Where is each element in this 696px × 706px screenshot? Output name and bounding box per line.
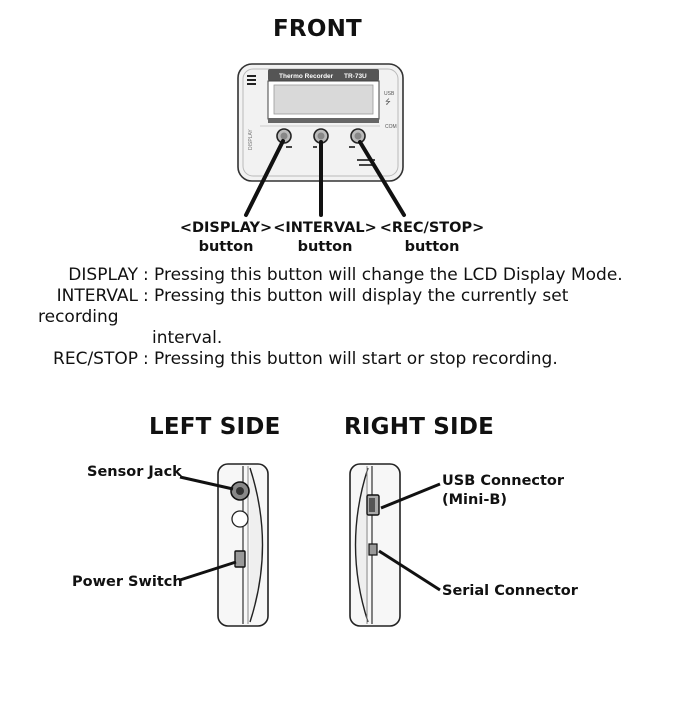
desc-wrap1-interval: recording [38, 307, 119, 327]
power-switch-label: Power Switch [72, 574, 183, 590]
front-device: Thermo Recorder TR-73U USB ⭍ COM DISPLAY [237, 63, 406, 217]
right-side-heading: RIGHT SIDE [344, 414, 495, 440]
power-switch-icon [234, 550, 246, 568]
desc-label-recstop: REC/STOP [53, 349, 138, 369]
usb-connector-label: USB Connector [442, 473, 565, 489]
usb-connector-sublabel: (Mini-B) [442, 492, 508, 508]
recstop-callout-word: button [404, 239, 460, 255]
serial-connector-icon [368, 543, 378, 556]
desc-text-recstop: Pressing this button will start or stop … [154, 349, 558, 369]
interval-callout-tag: <INTERVAL> [273, 220, 377, 236]
desc-text-display: Pressing this button will change the LCD… [154, 265, 623, 285]
interval-callout-word: button [297, 239, 353, 255]
desc-sep-display: : [143, 265, 149, 285]
device-model: TR-73U [344, 73, 367, 80]
front-heading: FRONT [273, 16, 362, 42]
display-callout-word: button [198, 239, 254, 255]
sensor-jack-label: Sensor Jack [87, 464, 182, 480]
recstop-callout-tag: <REC/STOP> [379, 220, 485, 236]
device-brand: Thermo Recorder [279, 73, 334, 80]
recstop-button-callout: <REC/STOP> button [378, 219, 486, 257]
left-side-device [179, 463, 269, 627]
left-side-heading: LEFT SIDE [149, 414, 281, 440]
desc-label-display: DISPLAY [68, 265, 138, 285]
desc-text-interval: Pressing this button will display the cu… [154, 286, 569, 306]
usb-mark: USB [384, 91, 395, 97]
menu-lines-icon [247, 75, 256, 85]
usb-symbol-icon: ⭍ [385, 98, 391, 106]
serial-connector-label: Serial Connector [442, 583, 578, 599]
com-mark: COM [385, 124, 397, 130]
display-button-icon [276, 128, 292, 144]
desc-label-interval: INTERVAL [56, 286, 138, 306]
desc-wrap2-interval: interval. [152, 328, 223, 348]
display-callout-tag: <DISPLAY> [179, 220, 273, 236]
desc-sep-interval: : [143, 286, 149, 306]
interval-button-callout: <INTERVAL> button [270, 219, 380, 257]
right-side-device [349, 463, 441, 627]
display-button-callout: <DISPLAY> button [176, 219, 276, 257]
desc-sep-recstop: : [143, 349, 149, 369]
side-text: DISPLAY [248, 129, 254, 150]
recstop-button-icon [350, 128, 366, 144]
lcd-screen [273, 84, 374, 115]
